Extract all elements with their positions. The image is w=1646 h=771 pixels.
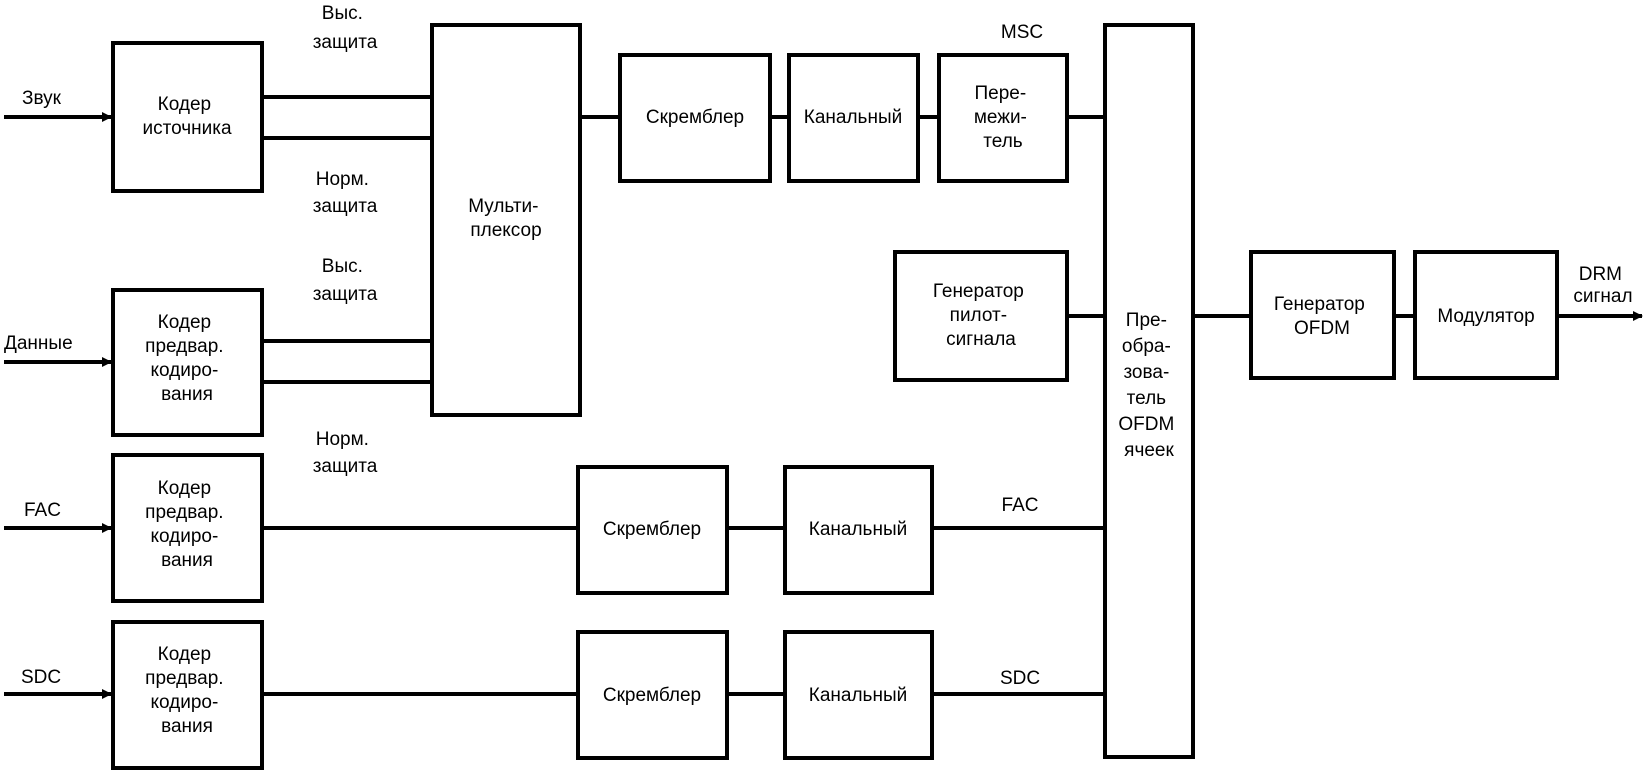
drm-output-label: DRM сигнал: [1573, 264, 1632, 307]
sdc-pre-encoder-block: Кодер предвар. кодиро- вания: [111, 620, 264, 770]
sdc-scrambler-block: Скремблер: [576, 630, 729, 760]
source-encoder-block: Кодер источника: [111, 41, 264, 193]
fac-label: FAC: [1002, 495, 1039, 516]
source-encoder-label: Кодер источника: [142, 94, 231, 139]
modulator-label: Модулятор: [1437, 306, 1534, 327]
multiplexer-label: Мульти- плексор: [468, 196, 544, 241]
msc-channel-coder-label: Канальный: [804, 107, 902, 128]
msc-label: MSC: [1001, 22, 1043, 43]
msc-interleaver-label: Пере- межи- тель: [974, 83, 1032, 152]
fac-scrambler-label: Скремблер: [603, 519, 701, 540]
msc-scrambler-label: Скремблер: [646, 107, 744, 128]
sdc-scrambler-label: Скремблер: [603, 685, 701, 706]
ofdm-generator-label: Генератор OFDM: [1274, 294, 1370, 339]
data-input-label: Данные: [4, 333, 73, 354]
ofdm-generator-block: Генератор OFDM: [1249, 250, 1396, 380]
wires: [4, 95, 1643, 699]
ofdm-cell-mapper-block: Пре- обра- зова- тель OFDM ячеек: [1103, 23, 1195, 759]
sdc-pre-encoder-label: Кодер предвар. кодиро- вания: [145, 644, 229, 737]
fac-channel-coder-label: Канальный: [809, 519, 907, 540]
ofdm-cell-mapper-label: Пре- обра- зова- тель OFDM ячеек: [1118, 310, 1179, 461]
msc-scrambler-block: Скремблер: [618, 53, 772, 183]
fac-scrambler-block: Скремблер: [576, 465, 729, 595]
audio-normal-protection-label: Норм. защита: [313, 169, 378, 217]
sdc-input-label: SDC: [21, 667, 61, 688]
fac-input-label: FAC: [24, 500, 61, 521]
sdc-label: SDC: [1000, 668, 1040, 689]
data-normal-protection-label: Норм. защита: [313, 429, 378, 477]
data-high-protection-label: Выс. защита: [313, 256, 378, 305]
fac-pre-encoder-label: Кодер предвар. кодиро- вания: [145, 478, 229, 571]
modulator-block: Модулятор: [1413, 250, 1559, 380]
pilot-generator-block: Генератор пилот- сигнала: [893, 250, 1069, 382]
msc-channel-coder-block: Канальный: [787, 53, 920, 183]
data-pre-encoder-label: Кодер предвар. кодиро- вания: [145, 312, 229, 405]
sdc-channel-coder-label: Канальный: [809, 685, 907, 706]
audio-high-protection-label: Выс. защита: [313, 3, 378, 53]
data-pre-encoder-block: Кодер предвар. кодиро- вания: [111, 288, 264, 437]
audio-input-label: Звук: [22, 88, 62, 109]
sdc-channel-coder-block: Канальный: [783, 630, 934, 760]
pilot-generator-label: Генератор пилот- сигнала: [933, 281, 1029, 350]
fac-channel-coder-block: Канальный: [783, 465, 934, 595]
msc-interleaver-block: Пере- межи- тель: [937, 53, 1069, 183]
fac-pre-encoder-block: Кодер предвар. кодиро- вания: [111, 453, 264, 603]
multiplexer-block: Мульти- плексор: [430, 23, 582, 417]
